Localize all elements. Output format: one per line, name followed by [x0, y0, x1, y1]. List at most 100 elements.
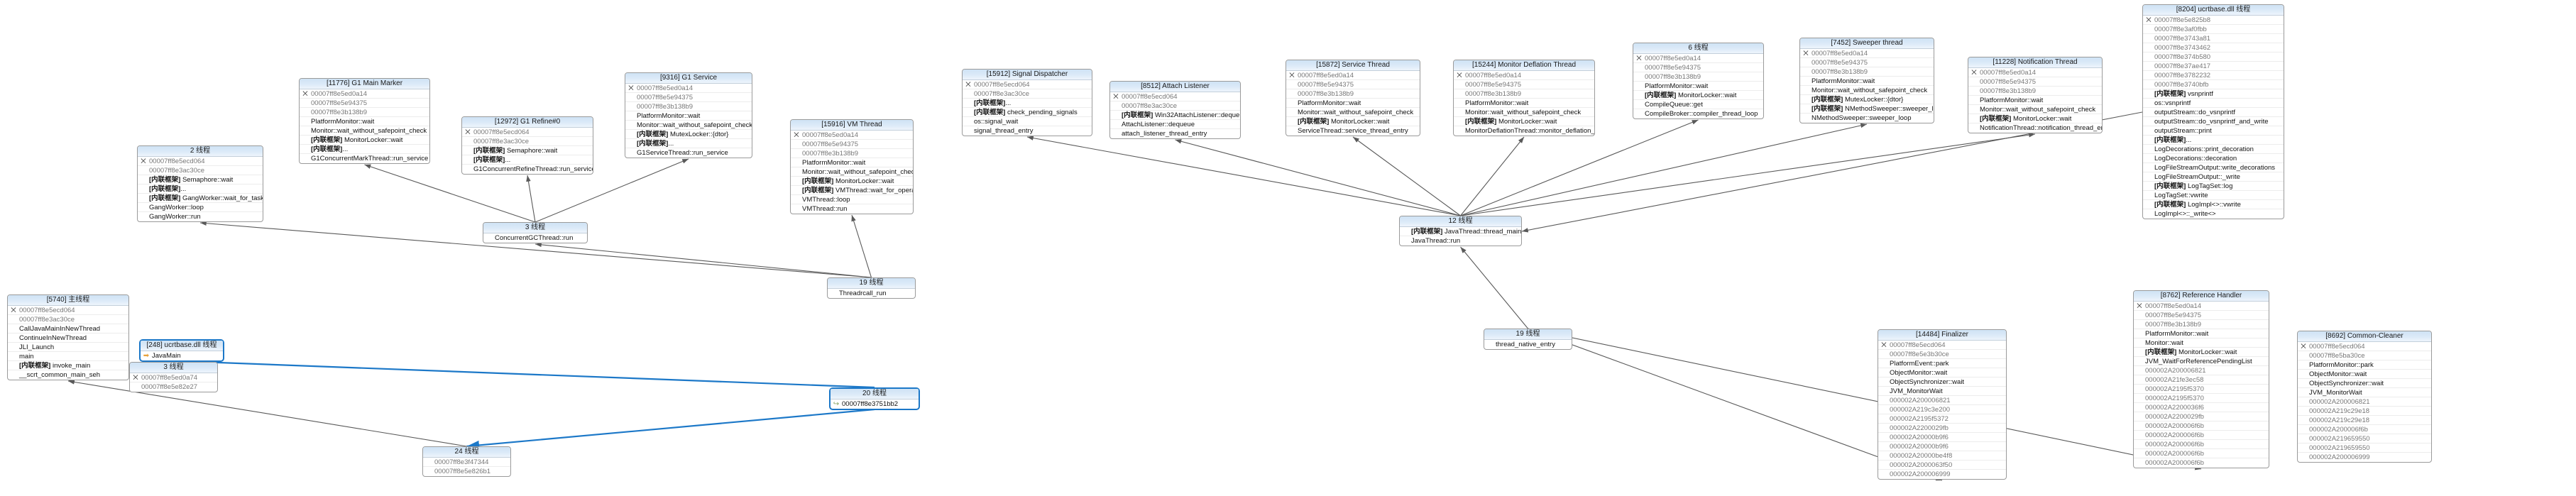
stack-frame-row[interactable]: 00007ff8e3b138b9 [625, 102, 752, 111]
stack-frame-row[interactable]: ServiceThread::service_thread_entry [1286, 126, 1420, 136]
stack-frame-row[interactable]: PlatformMonitor::wait [791, 158, 913, 167]
stack-frame-row[interactable]: main [8, 352, 128, 361]
stack-frame-row[interactable]: VMThread::run [791, 204, 913, 214]
stack-frame-row[interactable]: G1ServiceThread::run_service [625, 148, 752, 158]
stack-frame-row[interactable]: 000002A219659550 [2298, 443, 2431, 453]
stack-frame-row[interactable]: 00007ff8e5e82e27 [130, 382, 217, 392]
stack-frame-row[interactable]: MonitorDeflationThread::monitor_deflatio… [1454, 126, 1594, 136]
stack-frame-row[interactable]: 000002A2200036f6 [2134, 403, 2269, 412]
stack-frame-row[interactable]: [内联框架]... [2143, 136, 2284, 145]
stack-frame-row[interactable]: 000002A200006821 [2134, 366, 2269, 375]
stack-frame-row[interactable]: LogDecorations::print_decoration [2143, 145, 2284, 154]
stack-frame-row[interactable]: [内联框架] MutexLocker::{dtor} [625, 130, 752, 139]
stack-frame-row[interactable]: ⨉00007ff8e5ecd064 [963, 80, 1092, 89]
stack-node-n_mondef[interactable]: [15244] Monitor Deflation Thread⨉00007ff… [1453, 60, 1595, 136]
stack-frame-row[interactable]: PlatformMonitor::wait [1286, 99, 1420, 108]
stack-frame-row[interactable]: ObjectSynchronizer::wait [2298, 379, 2431, 388]
stack-frame-row[interactable]: 000002A2000063f50 [1878, 461, 2006, 470]
stack-frame-row[interactable]: attach_listener_thread_entry [1110, 129, 1240, 138]
stack-frame-row[interactable]: 000002A200006f6b [2134, 421, 2269, 431]
stack-frame-row[interactable]: 000002A200006f6b [2134, 431, 2269, 440]
stack-frame-row[interactable]: ⨉00007ff8e5ed0a14 [1633, 54, 1763, 63]
stack-frame-row[interactable]: 000002A2195f5370 [2134, 385, 2269, 394]
stack-frame-row[interactable]: ObjectMonitor::wait [1878, 368, 2006, 377]
stack-frame-row[interactable]: LogFileStreamOutput::_write [2143, 172, 2284, 182]
stack-frame-row[interactable]: outputStream::do_vsnprintf_and_write [2143, 117, 2284, 126]
stack-frame-row[interactable]: Monitor::wait_without_safepoint_check [1800, 86, 1934, 95]
stack-frame-row[interactable]: thread_native_entry [1484, 340, 1572, 349]
stack-frame-row[interactable]: 000002A20000be4f8 [1878, 451, 2006, 461]
stack-node-n_sigd[interactable]: [15912] Signal Dispatcher⨉00007ff8e5ecd0… [962, 69, 1092, 136]
stack-frame-row[interactable]: ⨉00007ff8e5ed0a14 [300, 89, 429, 99]
stack-node-n_20t[interactable]: 20 线程↪00007ff8e3751bb2 [829, 387, 920, 410]
stack-frame-row[interactable]: 00007ff8e374b580 [2143, 53, 2284, 62]
stack-frame-row[interactable]: ConcurrentGCThread::run [483, 233, 587, 243]
stack-frame-row[interactable]: ObjectSynchronizer::wait [1878, 377, 2006, 387]
stack-frame-row[interactable]: ⨉00007ff8e5ecd064 [8, 306, 128, 315]
stack-frame-row[interactable]: 00007ff8e5e94375 [1800, 58, 1934, 67]
stack-frame-row[interactable]: 00007ff8e3ac30ce [963, 89, 1092, 99]
stack-frame-row[interactable]: [内联框架] invoke_main [8, 361, 128, 370]
stack-frame-row[interactable]: 00007ff8e3b138b9 [2134, 320, 2269, 329]
stack-frame-row[interactable]: Monitor::wait_without_safepoint_check [1454, 108, 1594, 117]
stack-frame-row[interactable]: PlatformMonitor::park [2298, 360, 2431, 370]
stack-frame-row[interactable]: ⨉00007ff8e5ecd064 [1110, 92, 1240, 101]
stack-frame-row[interactable]: [内联框架] VMThread::wait_for_operation [791, 186, 913, 195]
stack-frame-row[interactable]: [内联框架] Win32AttachListener::dequeue [1110, 111, 1240, 120]
stack-frame-row[interactable]: ⨉00007ff8e5e825b8 [2143, 16, 2284, 25]
stack-frame-row[interactable]: signal_thread_entry [963, 126, 1092, 136]
stack-frame-row[interactable]: [内联框架]... [462, 155, 593, 165]
stack-frame-row[interactable]: JVM_MonitorWait [1878, 387, 2006, 396]
stack-frame-row[interactable]: ↪00007ff8e3751bb2 [831, 399, 919, 409]
stack-frame-row[interactable]: PlatformMonitor::wait [1454, 99, 1594, 108]
stack-frame-row[interactable]: [内联框架]... [138, 184, 263, 194]
stack-frame-row[interactable]: Monitor::wait_without_safepoint_check [1286, 108, 1420, 117]
stack-frame-row[interactable]: 00007ff8e5e94375 [625, 93, 752, 102]
stack-frame-row[interactable]: CompileQueue::get [1633, 100, 1763, 109]
stack-frame-row[interactable]: JavaThread::run [1400, 236, 1521, 246]
stack-frame-row[interactable]: 000002A20000b9f6 [1878, 442, 2006, 451]
stack-frame-row[interactable]: PlatformMonitor::wait [1968, 96, 2102, 105]
stack-frame-row[interactable]: NMethodSweeper::sweeper_loop [1800, 114, 1934, 123]
stack-frame-row[interactable]: JVM_MonitorWait [2298, 388, 2431, 397]
stack-frame-row[interactable]: 00007ff8e5e94375 [300, 99, 429, 108]
stack-frame-row[interactable]: Monitor::wait_without_safepoint_check [300, 126, 429, 136]
stack-node-n_notif[interactable]: [11228] Notification Thread⨉00007ff8e5ed… [1968, 57, 2103, 133]
stack-frame-row[interactable]: Monitor::wait_without_safepoint_check [625, 121, 752, 130]
stack-frame-row[interactable]: ➡JavaMain [141, 351, 223, 360]
stack-node-n_12t[interactable]: 12 线程[内联框架] JavaThread::thread_main_inne… [1399, 216, 1522, 246]
stack-frame-row[interactable]: os::signal_wait [963, 117, 1092, 126]
stack-frame-row[interactable]: Monitor::wait [2134, 338, 2269, 348]
stack-frame-row[interactable]: 00007ff8e5e94375 [1286, 80, 1420, 89]
stack-frame-row[interactable]: 00007ff8e3ac30ce [462, 137, 593, 146]
stack-frame-row[interactable]: [内联框架] LogTagSet::log [2143, 182, 2284, 191]
stack-frame-row[interactable]: CompileBroker::compiler_thread_loop [1633, 109, 1763, 119]
stack-frame-row[interactable]: 00007ff8e3740bfb [2143, 80, 2284, 89]
stack-frame-row[interactable]: 00007ff8e5ba30ce [2298, 351, 2431, 360]
stack-frame-row[interactable]: 000002A200006999 [1878, 470, 2006, 479]
stack-frame-row[interactable]: AttachListener::dequeue [1110, 120, 1240, 129]
stack-frame-row[interactable]: 00007ff8e5e94375 [1454, 80, 1594, 89]
stack-frame-row[interactable]: PlatformEvent::park [1878, 359, 2006, 368]
stack-frame-row[interactable]: 00007ff8e5e3b30ce [1878, 350, 2006, 359]
stack-frame-row[interactable]: 00007ff8e3ac30ce [8, 315, 128, 324]
stack-frame-row[interactable]: 000002A200006f6b [2298, 425, 2431, 434]
stack-frame-row[interactable]: JLI_Launch [8, 343, 128, 352]
stack-frame-row[interactable]: ⨉00007ff8e5ed0a14 [1454, 71, 1594, 80]
stack-node-n_ucrt248[interactable]: [248] ucrtbase.dll 线程➡JavaMain [139, 339, 224, 362]
stack-frame-row[interactable]: 000002A200006821 [1878, 396, 2006, 405]
stack-frame-row[interactable]: 00007ff8e3782232 [2143, 71, 2284, 80]
stack-frame-row[interactable]: 00007ff8e3b138b9 [791, 149, 913, 158]
stack-node-n_ref[interactable]: [8762] Reference Handler⨉00007ff8e5ed0a1… [2133, 290, 2269, 468]
stack-frame-row[interactable]: ⨉00007ff8e5ed0a14 [1968, 68, 2102, 77]
stack-frame-row[interactable]: JVM_WaitForReferencePendingList [2134, 357, 2269, 366]
